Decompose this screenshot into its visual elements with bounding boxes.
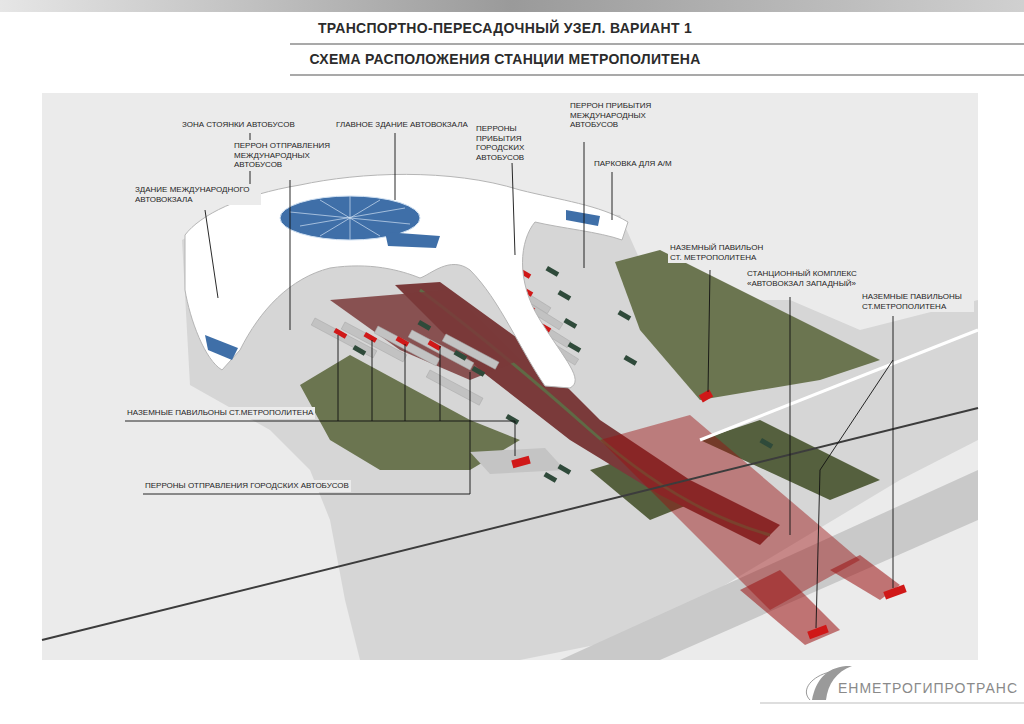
glass-facade — [385, 232, 440, 248]
road-edge — [700, 330, 978, 440]
title: ТРАНСПОРТНО-ПЕРЕСАДОЧНЫЙ УЗЕЛ. ВАРИАНТ 1 — [290, 20, 720, 36]
subtitle: СХЕМА РАСПОЛОЖЕНИЯ СТАНЦИИ МЕТРОПОЛИТЕНА — [290, 51, 720, 67]
leader-line — [708, 270, 710, 392]
callout-label: ГЛАВНОЕ ЗДАНИЕ АВТОВОКЗАЛА — [334, 119, 470, 131]
glass-facade — [566, 210, 600, 226]
bus — [568, 342, 582, 353]
bus — [544, 472, 558, 483]
metro-pavilion — [883, 584, 906, 599]
leader-lines — [125, 133, 893, 628]
callout-label: ПЕРРОН ПРИБЫТИЯ МЕЖДУНАРОДНЫХ АВТОБУСОВ — [568, 100, 664, 131]
leader-line — [395, 133, 396, 200]
leader-line — [612, 172, 613, 220]
callout-label: СТАНЦИОННЫЙ КОМПЛЕКС «АВТОВОКЗАЛ ЗАПАДНЫ… — [745, 268, 869, 289]
callout-label: НАЗЕМНЫЕ ПАВИЛЬОНЫ СТ.МЕТРОПОЛИТЕНА — [860, 291, 974, 312]
leader-line — [205, 210, 218, 298]
bus — [428, 340, 442, 351]
callout-label: ПАРКОВКА ДЛЯ А/М — [592, 158, 674, 170]
leader-line — [893, 316, 894, 588]
bus — [472, 366, 486, 377]
bus — [558, 290, 572, 301]
callout-label: НАЗЕМНЫЕ ПАВИЛЬОНЫ СТ.МЕТРОПОЛИТЕНА — [125, 407, 315, 419]
header-rule — [290, 43, 1024, 44]
callout-label: ПЕРРОНЫ ПРИБЫТИЯ ГОРОДСКИХ АВТОБУСОВ — [474, 123, 566, 163]
bus — [396, 336, 410, 347]
bus — [618, 310, 632, 321]
bus-road — [330, 290, 520, 380]
bus — [624, 355, 638, 366]
metro-tunnel — [740, 570, 840, 645]
bus — [760, 438, 774, 449]
metro-pavilion — [511, 456, 530, 468]
bus — [364, 332, 378, 343]
logo-text: ЕНМЕТРОГИПРОТРАНС — [838, 680, 1018, 696]
callout-label: ЗДАНИЕ МЕЖДУНАРОДНОГО АВТОВОКЗАЛА — [133, 184, 261, 205]
leader-line — [512, 162, 515, 255]
bus — [418, 320, 432, 331]
callout-label: НАЗЕМНЫЙ ПАВИЛЬОН СТ. МЕТРОПОЛИТЕНА — [668, 242, 776, 263]
callout-label: ПЕРРОН ОТПРАВЛЕНИЯ МЕЖДУНАРОДНЫХ АВТОБУС… — [232, 140, 344, 171]
terminal-canopy — [185, 174, 628, 388]
pavilion-plaza — [470, 448, 565, 474]
bus — [564, 318, 578, 329]
metro-pavilion — [699, 390, 713, 403]
header-band — [0, 0, 1024, 12]
bus-platform — [442, 334, 499, 369]
leader-line — [816, 360, 893, 628]
glass-facade — [205, 335, 238, 360]
logo-mark — [806, 672, 830, 700]
bus — [558, 464, 572, 475]
bus — [546, 266, 560, 277]
bus — [334, 328, 348, 339]
leader-line — [584, 142, 585, 268]
bus — [506, 414, 520, 425]
footer-rule — [760, 703, 1024, 704]
leader-line — [143, 372, 470, 494]
leader-line — [290, 180, 291, 330]
leader-line — [125, 335, 515, 456]
callout-label: ЗОНА СТОЯНКИ АВТОБУСОВ — [180, 119, 297, 131]
metro-pavilion — [807, 625, 829, 639]
bus — [353, 345, 367, 356]
metro-station-complex — [600, 415, 860, 610]
lawn — [615, 250, 880, 400]
bus — [454, 350, 468, 361]
callout-label: ПЕРРОНЫ ОТПРАВЛЕНИЯ ГОРОДСКИХ АВТОБУСОВ — [143, 480, 351, 492]
drawing-frame — [42, 93, 978, 660]
leader-line — [790, 297, 791, 535]
header-rule — [290, 74, 1024, 75]
bus-platform — [426, 370, 483, 405]
